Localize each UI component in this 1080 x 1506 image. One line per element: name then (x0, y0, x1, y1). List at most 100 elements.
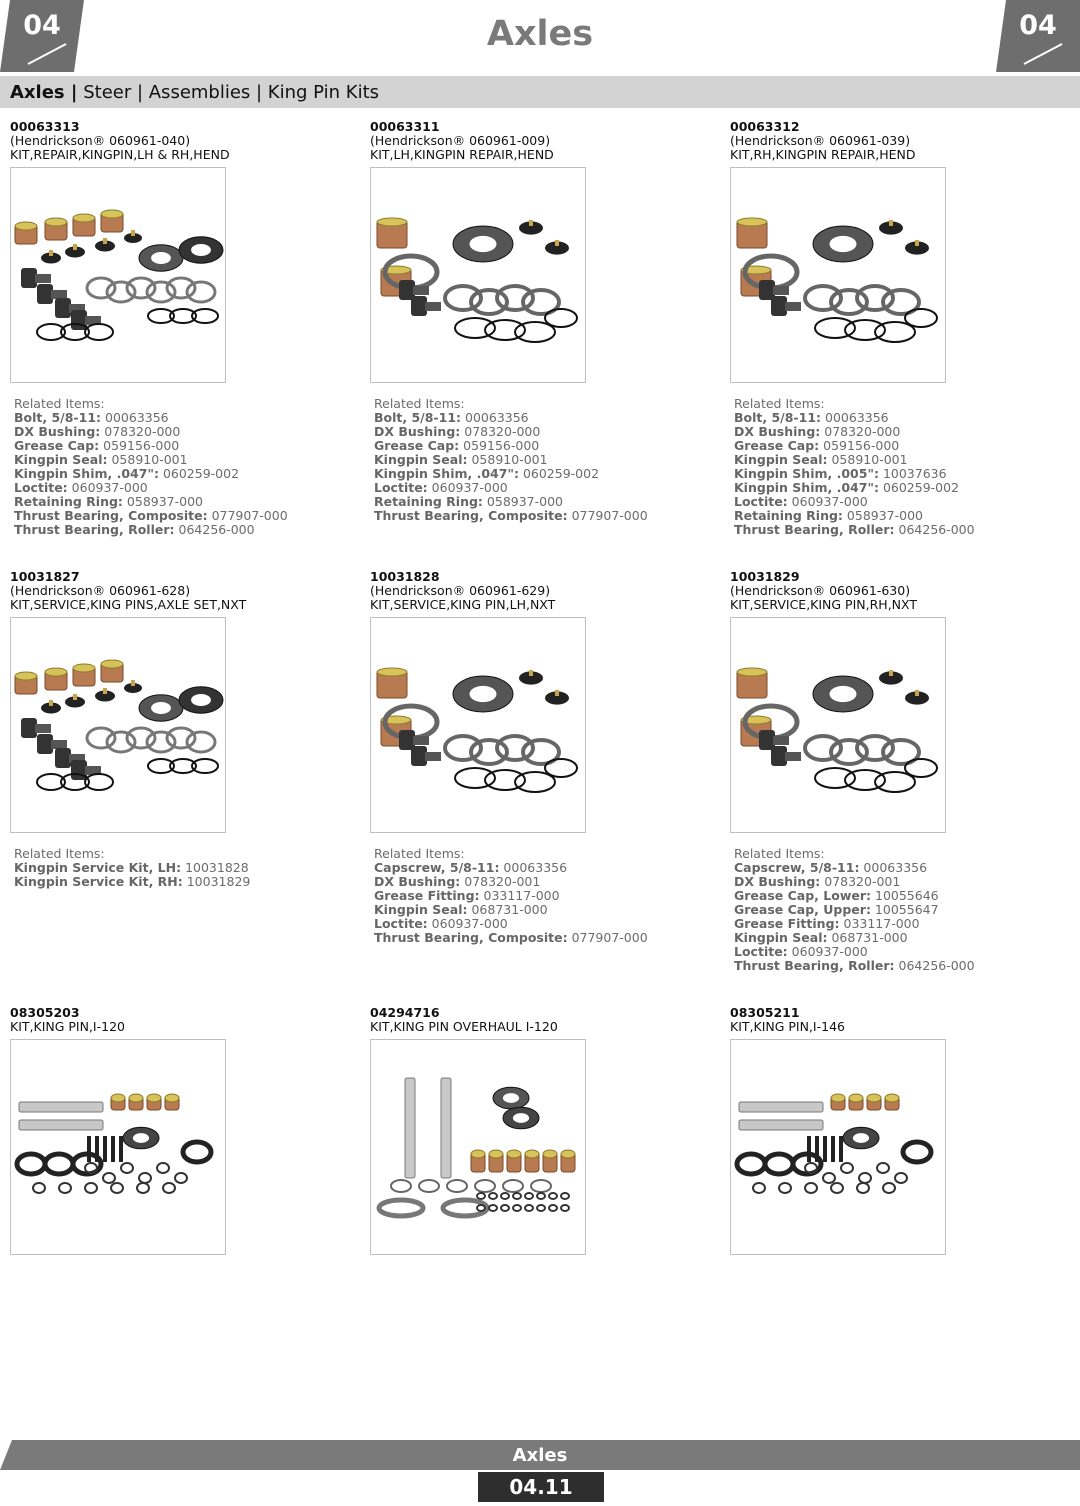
related-item: DX Bushing: 078320-001 (374, 875, 710, 889)
bolt-thread (51, 740, 67, 749)
pin-part (823, 1136, 827, 1162)
grease-cap-part (41, 252, 61, 264)
grease-fitting-part (915, 240, 919, 246)
related-item-name: DX Bushing: (734, 874, 821, 889)
cross-reference: (Hendrickson® 060961-039) (730, 133, 911, 148)
related-item-name: DX Bushing: (374, 424, 461, 439)
related-item-name: Thrust Bearing, Roller: (14, 522, 175, 537)
ring-part (502, 1179, 524, 1193)
related-item-value: 00063356 (859, 860, 928, 875)
related-item-value: 078320-001 (460, 874, 541, 889)
product-illustration (734, 1093, 934, 1194)
related-item: DX Bushing: 078320-000 (734, 425, 1070, 439)
related-item: Thrust Bearing, Roller: 064256-000 (734, 959, 1070, 973)
related-item-name: Thrust Bearing, Roller: (734, 958, 895, 973)
related-item-name: Bolt, 5/8-11: (14, 410, 102, 425)
pin-part (807, 1136, 811, 1162)
related-item-name: Kingpin Shim, .047": (734, 480, 879, 495)
related-item-value: 059156-000 (459, 438, 540, 453)
ring-part (524, 1192, 534, 1200)
related-item-value: 10031829 (182, 874, 251, 889)
ring-part (174, 1172, 188, 1184)
product-photo (10, 167, 226, 383)
related-item-name: Thrust Bearing, Roller: (734, 522, 895, 537)
related-item: Retaining Ring: 058937-000 (734, 509, 1070, 523)
ring-part (136, 1182, 150, 1194)
ring-part (803, 734, 843, 762)
ring-part (512, 1192, 522, 1200)
related-item-value: 068731-000 (827, 930, 908, 945)
product-illustration (376, 667, 578, 793)
seal-hole (512, 1113, 530, 1123)
related-item-value: 00063356 (821, 410, 889, 425)
ring-part (105, 730, 137, 754)
bushing-top (848, 1093, 864, 1103)
grease-fitting-part (915, 690, 919, 696)
ring-part (814, 767, 856, 789)
related-item-value: 058937-000 (122, 494, 203, 509)
related-item-value: 058937-000 (842, 508, 923, 523)
bushing-top (72, 663, 96, 673)
product-illustration (376, 1077, 576, 1219)
pin-part (831, 1136, 835, 1162)
related-item-name: DX Bushing: (374, 874, 461, 889)
grease-cap-part (124, 683, 142, 693)
related-item: Kingpin Seal: 068731-000 (734, 931, 1070, 945)
breadcrumb: Axles | Steer | Assemblies | King Pin Ki… (0, 76, 1080, 108)
ring-part (476, 1204, 486, 1212)
related-item-value: 10055646 (871, 888, 939, 903)
related-item-value: 064256-000 (174, 522, 255, 537)
king-pin-part (18, 1119, 104, 1131)
part-number: 10031828 (370, 569, 440, 584)
bushing-top (736, 217, 768, 227)
page-title: Axles (486, 14, 594, 54)
part-description: KIT,SERVICE,KING PIN,LH,NXT (370, 597, 556, 612)
related-item-value: 060937-000 (787, 494, 868, 509)
section-tab-shape (0, 0, 84, 72)
bolt-thread (85, 316, 101, 325)
related-item-value: 058937-000 (482, 494, 563, 509)
bolt-head (411, 296, 427, 316)
grease-fitting-part (529, 220, 533, 226)
related-item: Bolt, 5/8-11: 00063356 (734, 411, 1070, 425)
section-tab-right: 04 (996, 0, 1080, 72)
related-item-value: 077907-000 (207, 508, 288, 523)
ring-part (856, 1182, 870, 1194)
bushing-top (524, 1149, 540, 1159)
related-item: Kingpin Seal: 058910-001 (734, 453, 1070, 467)
grease-fitting-part (103, 688, 107, 694)
ring-part (874, 771, 916, 793)
bolt-head (771, 746, 787, 766)
bushing-top (376, 217, 408, 227)
related-item-name: Grease Cap: (14, 438, 100, 453)
grease-cap-part (519, 671, 543, 685)
cross-reference: (Hendrickson® 060961-040) (10, 133, 191, 148)
ring-part (894, 1172, 908, 1184)
bolt-head (21, 268, 37, 288)
pin-part (87, 1136, 91, 1162)
product-photo (10, 617, 226, 833)
ring-part (488, 1192, 498, 1200)
ring-part (84, 1162, 98, 1174)
product-photo (730, 1039, 946, 1255)
grease-cap-part (519, 221, 543, 235)
related-item-value: 078320-001 (820, 874, 901, 889)
ring-part (521, 288, 561, 316)
related-item: Capscrew, 5/8-11: 00063356 (374, 861, 710, 875)
related-item-name: Grease Cap, Lower: (734, 888, 872, 903)
seal-hole (852, 1133, 870, 1143)
bolt-thread (413, 286, 429, 295)
ring-part (881, 738, 921, 766)
part-number: 00063313 (10, 119, 80, 134)
ring-part (762, 1151, 796, 1177)
grease-fitting-part (529, 670, 533, 676)
bushing-top (110, 1093, 126, 1103)
product-illustration (376, 217, 578, 343)
bushing-top (830, 1093, 846, 1103)
related-item: Loctite: 060937-000 (734, 495, 1070, 509)
seal-hole (469, 235, 497, 253)
king-pin-part (738, 1119, 824, 1131)
bolt-thread (69, 754, 85, 763)
ring-part (443, 284, 483, 312)
related-item: Grease Fitting: 033117-000 (734, 917, 1070, 931)
